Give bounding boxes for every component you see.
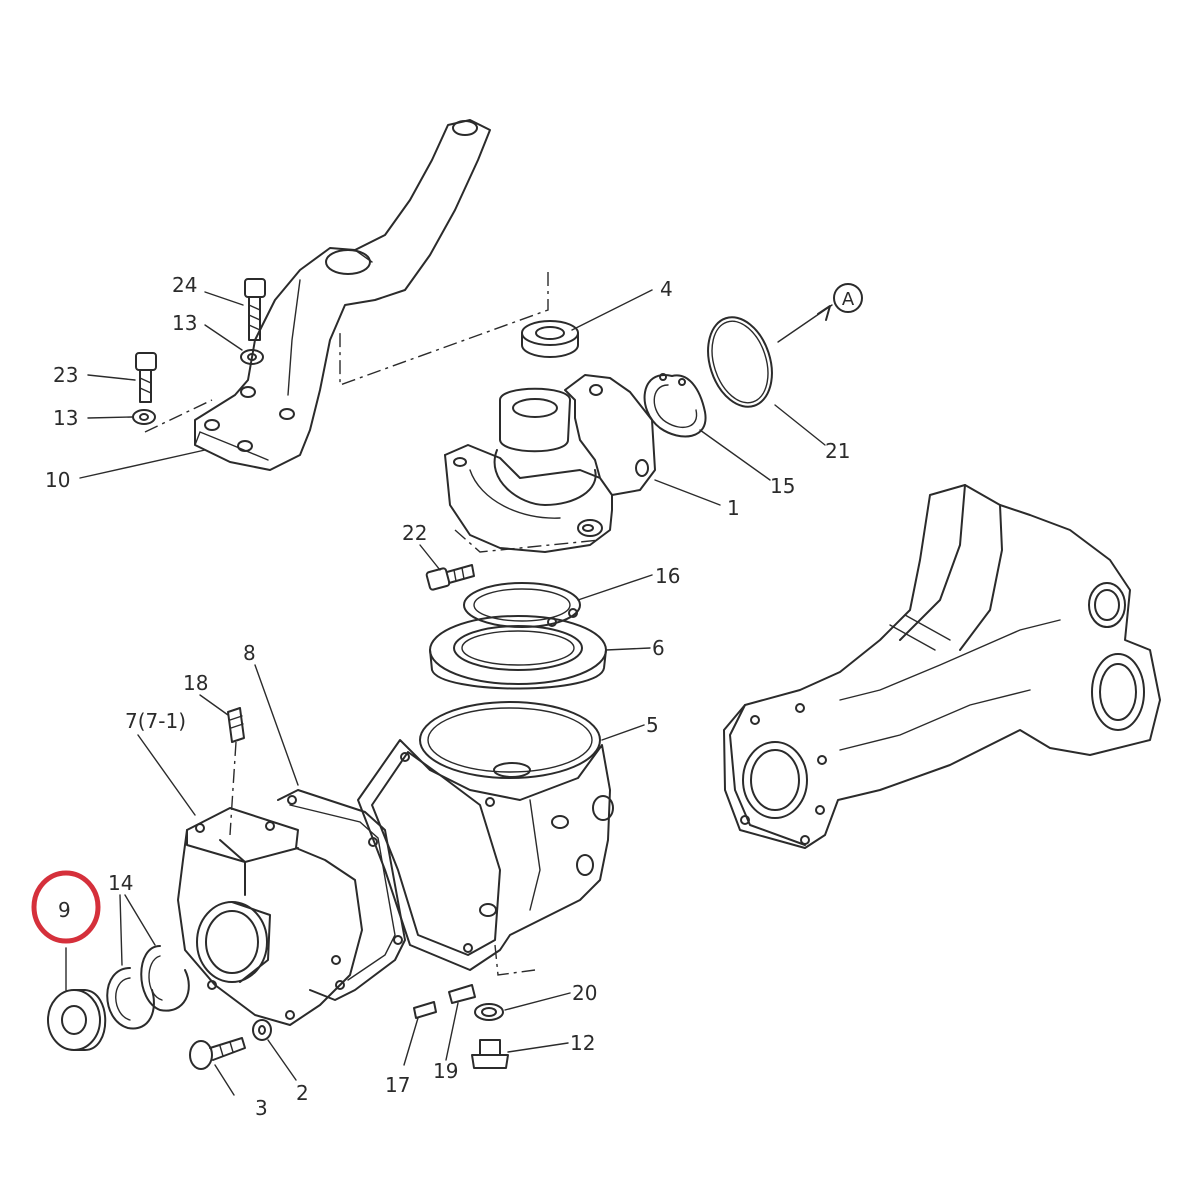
snap-ring-part-15[interactable] <box>643 373 707 438</box>
label-part-7[interactable]: 7(7-1) <box>125 709 186 733</box>
bearing-part-6[interactable] <box>429 615 607 690</box>
label-part-3[interactable]: 3 <box>255 1096 268 1120</box>
pin-part-18[interactable] <box>227 707 245 743</box>
washer-part-20[interactable] <box>474 1003 504 1021</box>
upper-housing-part-1[interactable] <box>444 374 656 553</box>
seal-part-9[interactable] <box>47 989 107 1051</box>
label-part-4[interactable]: 4 <box>660 277 673 301</box>
label-part-15[interactable]: 15 <box>770 474 795 498</box>
label-part-18[interactable]: 18 <box>183 671 208 695</box>
bolt-part-3[interactable] <box>189 1037 246 1070</box>
leader-lines <box>65 289 833 1096</box>
label-part-20[interactable]: 20 <box>572 981 597 1005</box>
gasket-part-8[interactable] <box>277 789 406 1001</box>
pin-centerline <box>229 741 237 836</box>
pin-part-17[interactable] <box>413 1001 437 1019</box>
snap-ring-part-14-a[interactable] <box>106 967 155 1030</box>
label-part-22[interactable]: 22 <box>402 521 427 545</box>
washer-part-13-lower[interactable] <box>132 409 156 425</box>
label-part-10[interactable]: 10 <box>45 468 70 492</box>
label-part-16[interactable]: 16 <box>655 564 680 588</box>
highlight-circle-part-9 <box>31 870 101 944</box>
seal-part-4[interactable] <box>521 320 579 358</box>
case-centerline <box>494 944 536 976</box>
washer-part-2[interactable] <box>252 1019 272 1041</box>
label-part-5[interactable]: 5 <box>646 713 659 737</box>
bolt-part-22[interactable] <box>425 564 475 591</box>
gasket-part-5[interactable] <box>419 701 601 779</box>
label-part-14[interactable]: 14 <box>108 871 133 895</box>
label-part-13-upper[interactable]: 13 <box>172 311 197 335</box>
label-part-1[interactable]: 1 <box>727 496 740 520</box>
label-part-21[interactable]: 21 <box>825 439 850 463</box>
label-part-9[interactable]: 9 <box>58 898 71 922</box>
label-part-17[interactable]: 17 <box>385 1073 410 1097</box>
cover-part-7[interactable] <box>177 807 363 1026</box>
steering-arm-part-10[interactable] <box>194 119 491 471</box>
part-labels: 24 13 23 13 10 4 21 15 1 22 16 6 5 8 18 … <box>45 273 850 1120</box>
housing-centerline <box>454 529 601 553</box>
snap-ring-part-14-b[interactable] <box>140 945 190 1012</box>
arm-centerline-2 <box>144 399 213 433</box>
label-part-12[interactable]: 12 <box>570 1031 595 1055</box>
label-part-19[interactable]: 19 <box>433 1059 458 1083</box>
label-part-8[interactable]: 8 <box>243 641 256 665</box>
bolt-part-23[interactable] <box>135 352 157 403</box>
arm-centerline <box>339 272 549 386</box>
label-part-6[interactable]: 6 <box>652 636 665 660</box>
label-part-13-lower[interactable]: 13 <box>53 406 78 430</box>
o-ring-part-21[interactable] <box>697 309 782 415</box>
label-part-23[interactable]: 23 <box>53 363 78 387</box>
label-part-24[interactable]: 24 <box>172 273 197 297</box>
reference-callout-a-label: A <box>842 289 855 310</box>
label-part-2[interactable]: 2 <box>296 1081 309 1105</box>
reference-callout-a[interactable]: A <box>833 283 863 313</box>
axle-housing[interactable] <box>723 484 1161 849</box>
washer-part-13-upper[interactable] <box>240 349 264 365</box>
bolt-part-24[interactable] <box>244 278 266 341</box>
pin-part-19[interactable] <box>448 984 476 1004</box>
plug-part-12[interactable] <box>471 1039 509 1069</box>
